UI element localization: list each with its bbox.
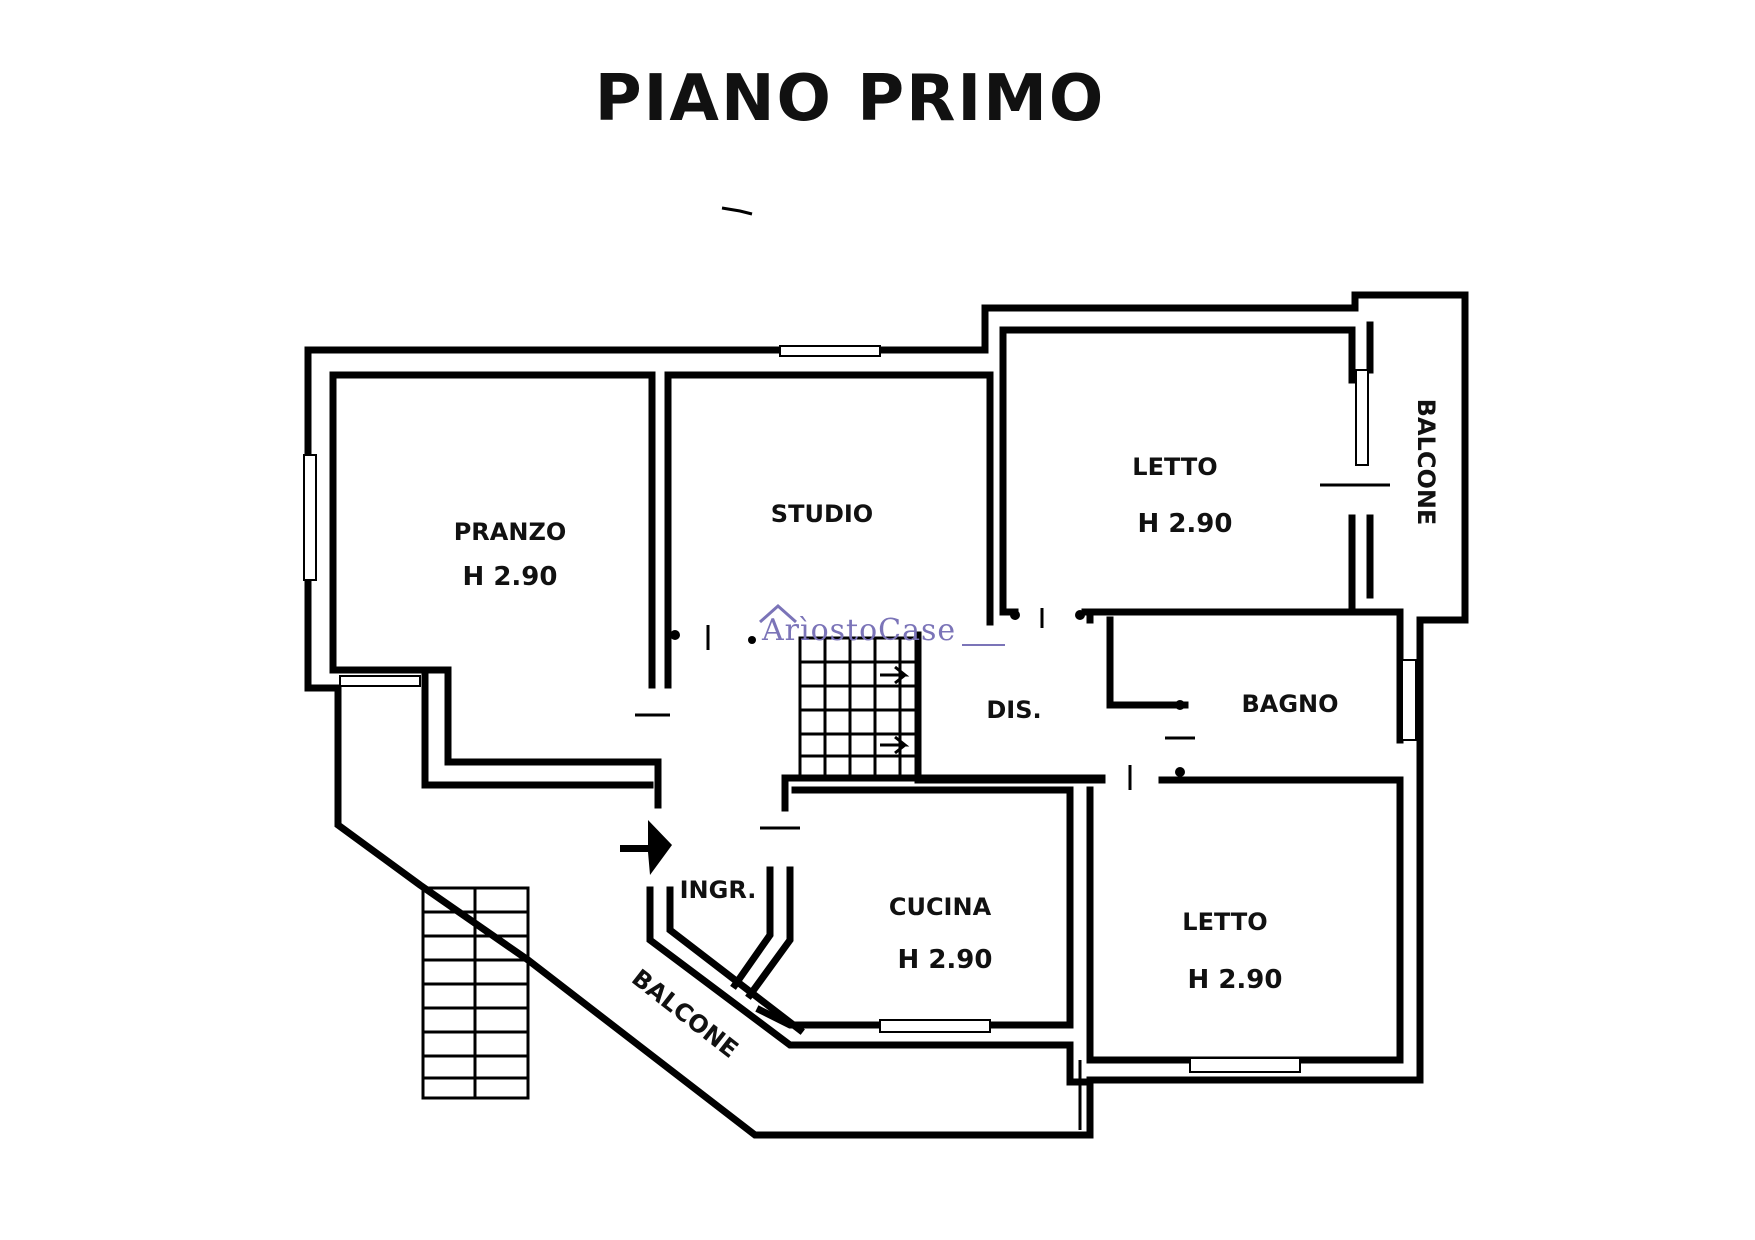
room-label-pranzo: PRANZO (454, 518, 567, 546)
room-label-studio: STUDIO (771, 500, 873, 528)
watermark: ArìostoCase (759, 603, 1005, 648)
window-bagno-right (1401, 659, 1417, 741)
window-studio-top (779, 345, 881, 357)
plan-title: PIANO PRIMO (595, 62, 1106, 136)
house-logo-icon (759, 603, 797, 624)
room-height-letto-top: H 2.90 (1138, 509, 1233, 539)
entrance-arrow (620, 820, 672, 875)
room-height-letto-bottom: H 2.90 (1188, 965, 1283, 995)
doors (635, 483, 1390, 830)
window-cucina-bottom (879, 1019, 991, 1033)
scribble-mark (721, 206, 753, 216)
room-label-bagno: BAGNO (1241, 690, 1338, 718)
external-staircase (421, 886, 530, 1100)
watermark-text: ArìostoCase (761, 613, 956, 648)
window-letto-bottom (1189, 1057, 1301, 1073)
room-label-ingr: INGR. (680, 876, 757, 904)
room-height-cucina: H 2.90 (898, 945, 993, 975)
internal-staircase (798, 636, 920, 780)
window-pranzo-left (303, 454, 317, 581)
room-label-dis: DIS. (986, 696, 1041, 724)
window-letto-balcony (1355, 369, 1369, 466)
room-label-letto-top: LETTO (1132, 453, 1217, 481)
room-label-cucina: CUCINA (889, 893, 992, 921)
window-pranzo-bottom (339, 675, 421, 687)
room-label-balcone-right: BALCONE (1412, 399, 1440, 526)
windows (303, 345, 1417, 1073)
room-height-pranzo: H 2.90 (463, 562, 558, 592)
room-label-letto-bottom: LETTO (1182, 908, 1267, 936)
